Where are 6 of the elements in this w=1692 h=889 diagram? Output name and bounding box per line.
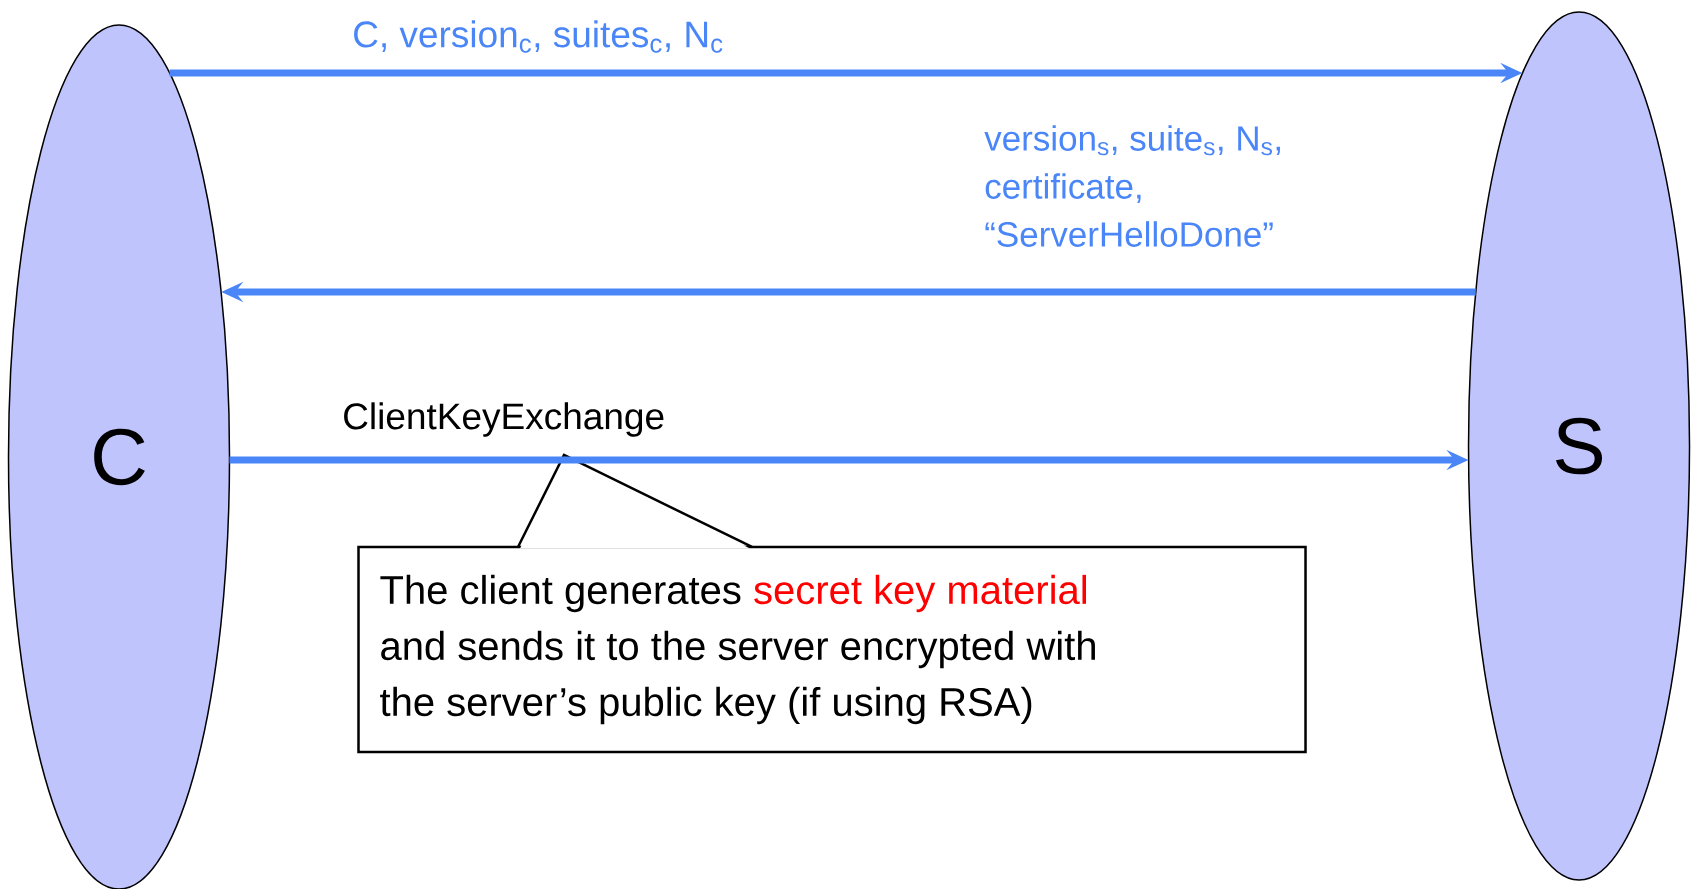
participant-oval: C <box>7 24 231 889</box>
edge-label: C, version$_{c}$, suites$_{c}$, N$_{c}$ <box>354 20 723 53</box>
edge-label: version$_{s}$, suite$_{s}$, N$_{s}$, certificate, “ServerHelloDone” <box>984 125 1280 247</box>
participant-oval: S <box>1467 11 1691 881</box>
callout-box: The client generates secret key material and sends it to the server encrypted with the server’s public key (if using RSA) <box>357 453 1307 754</box>
edge-label: ClientKeyExchange <box>344 402 664 437</box>
